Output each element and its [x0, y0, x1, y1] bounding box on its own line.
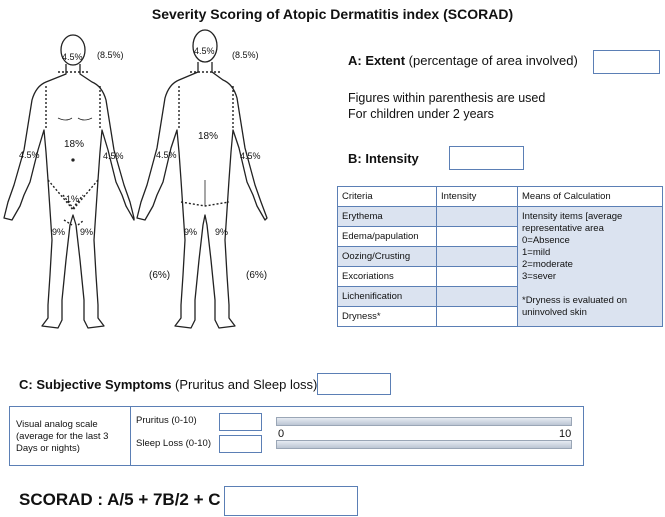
- back-body-figure: [136, 29, 268, 329]
- table-header-row: Criteria Intensity Means of Calculation: [337, 186, 663, 207]
- back-leg-right-child-pct: (6%): [246, 270, 268, 281]
- means-line: 3=sever: [522, 271, 557, 282]
- header-means: Means of Calculation: [517, 186, 663, 207]
- header-intensity: Intensity: [436, 186, 518, 207]
- means-of-calculation: Intensity items [average representative …: [517, 206, 663, 327]
- intensity-input-edema[interactable]: [436, 226, 518, 247]
- means-line: Intensity items [average: [522, 211, 623, 222]
- table-row: Lichenification: [337, 286, 663, 307]
- means-line: uninvolved skin: [522, 307, 587, 318]
- sleep-loss-slider[interactable]: [276, 440, 572, 449]
- subjective-label: C: Subjective Symptoms: [19, 377, 172, 392]
- vas-label-line: Days or nights): [16, 443, 80, 454]
- front-arm-left-pct: 4.5%: [19, 150, 40, 160]
- scorad-formula: SCORAD : A/5 + 7B/2 + C: [19, 490, 221, 509]
- intensity-input-erythema[interactable]: [436, 206, 518, 227]
- extent-label: A: Extent: [348, 53, 406, 68]
- means-line: 1=mild: [522, 247, 551, 258]
- sleep-loss-label: Sleep Loss (0-10): [136, 438, 211, 449]
- front-arm-right-pct: 4.5%: [103, 151, 124, 161]
- subjective-total-input[interactable]: [317, 373, 391, 395]
- back-head-pct: 4.5%: [194, 46, 215, 56]
- vas-label: Visual analog scale (average for the las…: [16, 419, 108, 455]
- subjective-heading: C: Subjective Symptoms (Pruritus and Sle…: [19, 377, 317, 392]
- front-body-figure: [3, 34, 135, 329]
- back-leg-right-pct: 9%: [215, 227, 229, 237]
- front-leg-right-pct: 9%: [80, 227, 94, 237]
- sleep-loss-input[interactable]: [219, 435, 262, 453]
- means-line: 0=Absence: [522, 235, 570, 246]
- intensity-total-input[interactable]: [449, 146, 524, 170]
- extent-heading: A: Extent (percentage of area involved): [348, 53, 578, 68]
- criteria-excoriations: Excoriations: [337, 266, 437, 287]
- criteria-lichenification: Lichenification: [337, 286, 437, 307]
- vas-label-line: (average for the last 3: [16, 431, 109, 442]
- extent-input[interactable]: [593, 50, 660, 74]
- extent-note: Figures within parenthesis are used For …: [348, 90, 545, 122]
- criteria-oozing: Oozing/Crusting: [337, 246, 437, 267]
- header-criteria: Criteria: [337, 186, 437, 207]
- front-leg-left-pct: 9%: [52, 227, 66, 237]
- means-line: 2=moderate: [522, 259, 573, 270]
- back-leg-left-child-pct: (6%): [149, 270, 171, 281]
- back-arm-right-pct: 4.5%: [240, 151, 261, 161]
- criteria-dryness: Dryness*: [337, 306, 437, 327]
- criteria-edema: Edema/papulation: [337, 226, 437, 247]
- pruritus-label: Pruritus (0-10): [136, 415, 197, 426]
- intensity-label: B: Intensity: [348, 151, 419, 166]
- intensity-heading: B: Intensity: [348, 151, 419, 166]
- back-trunk-pct: 18%: [198, 131, 219, 142]
- extent-desc: (percentage of area involved): [405, 53, 578, 68]
- table-row: Dryness*: [337, 306, 663, 327]
- vas-label-cell: Visual analog scale (average for the las…: [10, 407, 131, 465]
- back-leg-left-pct: 9%: [184, 227, 198, 237]
- intensity-table: Criteria Intensity Means of Calculation …: [337, 186, 663, 327]
- front-genital-pct: 1%: [66, 194, 80, 204]
- front-head-pct: 4.5%: [62, 52, 83, 62]
- criteria-erythema: Erythema: [337, 206, 437, 227]
- scale-min-label: 0: [278, 428, 285, 440]
- means-spacer: [522, 283, 658, 295]
- vas-label-line: Visual analog scale: [16, 419, 98, 430]
- front-trunk-pct: 18%: [64, 139, 85, 150]
- intensity-input-excoriations[interactable]: [436, 266, 518, 287]
- back-arm-left-pct: 4.5%: [156, 150, 177, 160]
- scale-max-label: 10: [559, 428, 572, 440]
- pruritus-slider[interactable]: [276, 417, 572, 426]
- page-title: Severity Scoring of Atopic Dermatitis in…: [151, 6, 514, 22]
- back-head-child-pct: (8.5%): [232, 50, 259, 60]
- front-head-child-pct: (8.5%): [97, 50, 124, 60]
- scorad-total-input[interactable]: [224, 486, 358, 516]
- pruritus-input[interactable]: [219, 413, 262, 431]
- means-line: *Dryness is evaluated on: [522, 295, 628, 306]
- subjective-desc: (Pruritus and Sleep loss): [171, 377, 318, 392]
- intensity-input-oozing[interactable]: [436, 246, 518, 267]
- intensity-input-dryness[interactable]: [436, 306, 518, 327]
- table-row: Erythema Intensity items [average repres…: [337, 206, 663, 327]
- visual-analog-scale-panel: Visual analog scale (average for the las…: [9, 406, 584, 466]
- extent-note-line1: Figures within parenthesis are used: [348, 91, 546, 105]
- extent-note-line2: For children under 2 years: [348, 107, 494, 121]
- table-row: Oozing/Crusting: [337, 246, 663, 267]
- intensity-input-lichenification[interactable]: [436, 286, 518, 307]
- means-line: representative area: [522, 223, 604, 234]
